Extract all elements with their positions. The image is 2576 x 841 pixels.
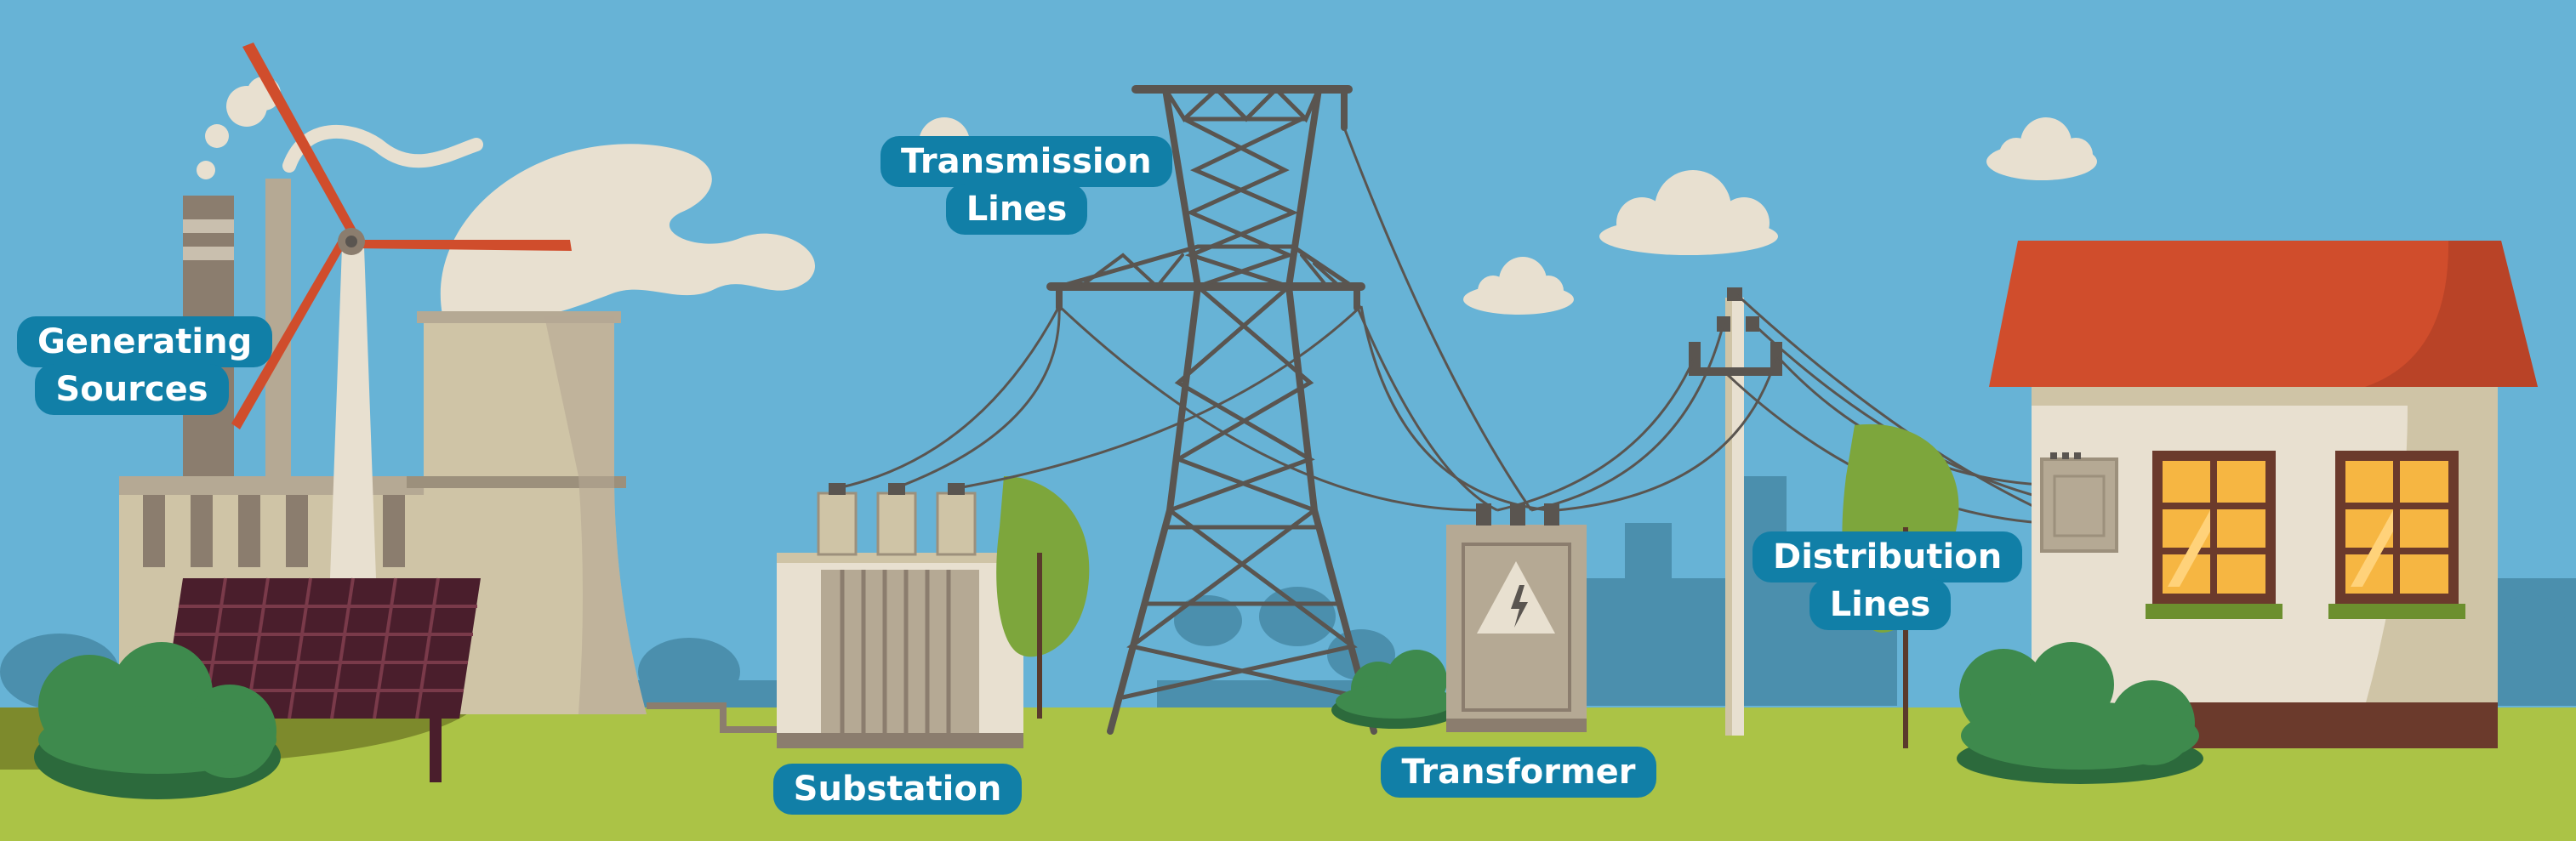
window <box>2328 451 2465 619</box>
label-line: Transformer <box>1381 747 1656 798</box>
city-silhouette <box>1574 476 2576 706</box>
bush <box>1331 650 1459 729</box>
ground-cable <box>647 702 783 733</box>
plant-windows <box>143 495 405 567</box>
cloud <box>1986 117 2097 180</box>
turbine-tower <box>330 247 376 578</box>
label-line: Transmission <box>881 136 1172 187</box>
label-line: Generating <box>17 316 273 367</box>
substation <box>777 483 1023 748</box>
label-distribution-lines: Distribution Lines <box>1752 531 2023 630</box>
label-line: Distribution <box>1752 531 2023 582</box>
label-substation: Substation <box>770 764 1025 815</box>
transmission-wires <box>833 127 1549 512</box>
label-line: Substation <box>772 764 1023 815</box>
cloud <box>1599 170 1778 255</box>
bush <box>1957 642 2203 784</box>
turbine-blades <box>231 43 572 429</box>
transformer <box>1446 503 1587 732</box>
tree <box>996 476 1090 719</box>
transmission-tower <box>1046 85 1377 735</box>
window <box>2146 451 2282 619</box>
label-line: Lines <box>1809 579 1952 630</box>
label-line: Sources <box>35 364 229 415</box>
cloud <box>1463 257 1574 315</box>
electric-meter <box>2040 457 2118 553</box>
smoke-trail <box>282 124 483 173</box>
house <box>1989 241 2538 748</box>
roof <box>1989 241 2538 387</box>
cooling-tower-steam <box>440 144 816 316</box>
label-transmission-lines: Transmission Lines <box>881 136 1172 235</box>
label-transformer: Transformer <box>1378 747 1659 798</box>
label-generating-sources: Generating Sources <box>17 316 273 415</box>
bush <box>34 642 281 799</box>
high-voltage-warning-icon <box>1477 561 1555 634</box>
label-line: Lines <box>945 184 1088 235</box>
substation-insulators <box>817 492 977 556</box>
